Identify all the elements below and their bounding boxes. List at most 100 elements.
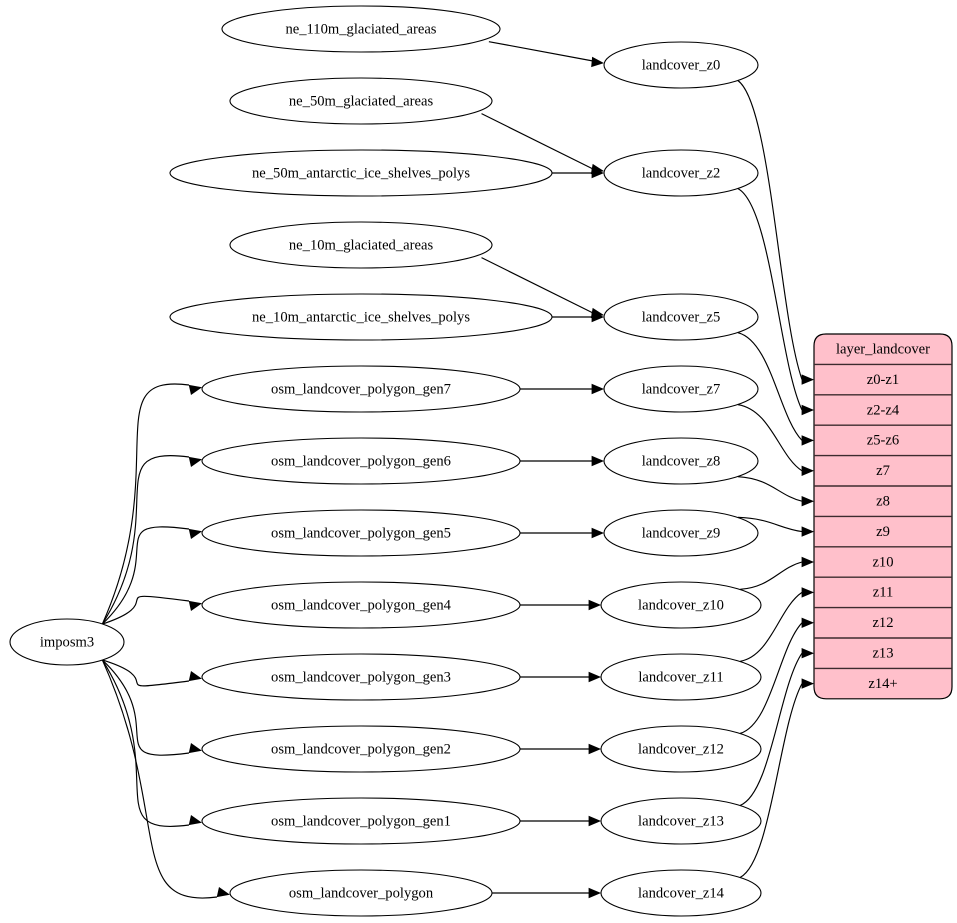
table-row[interactable]: z12: [872, 615, 893, 631]
node-label: osm_landcover_polygon_gen5: [271, 525, 451, 541]
node-ellipse: [229, 221, 493, 269]
node-landcover-layer[interactable]: landcover_z10: [600, 581, 762, 629]
node-natural-earth-source[interactable]: ne_50m_glaciated_areas: [229, 77, 493, 125]
table-row[interactable]: z8: [876, 494, 890, 510]
node-ellipse: [603, 41, 759, 89]
node-natural-earth-source[interactable]: ne_110m_glaciated_areas: [221, 5, 501, 53]
table-header-label: layer_landcover: [836, 342, 930, 358]
edges-layer: [101, 41, 815, 899]
edge-from-imposm3: [101, 659, 231, 899]
node-landcover-layer[interactable]: landcover_z9: [603, 509, 759, 557]
edge-straight: [520, 383, 605, 395]
edge-arrowhead: [588, 743, 602, 755]
node-osm-source[interactable]: osm_landcover_polygon: [229, 869, 493, 917]
edge-line: [737, 404, 803, 472]
node-imposm3[interactable]: imposm3: [9, 618, 125, 666]
edge-arrowhead: [801, 495, 815, 507]
node-landcover-layer[interactable]: landcover_z0: [603, 41, 759, 89]
node-label: ne_50m_antarctic_ice_shelves_polys: [252, 165, 470, 181]
node-ellipse: [201, 653, 521, 701]
edge-straight: [520, 815, 602, 827]
edge-from-imposm3: [102, 659, 203, 687]
node-label: osm_landcover_polygon_gen2: [271, 741, 451, 757]
edge-straight: [520, 527, 605, 539]
node-ellipse: [603, 365, 759, 413]
node-landcover-layer[interactable]: landcover_z12: [600, 725, 762, 773]
node-label: landcover_z13: [638, 813, 724, 829]
edge-line: [737, 476, 803, 502]
node-natural-earth-source[interactable]: ne_10m_glaciated_areas: [229, 221, 493, 269]
edge-to-layer-row: [739, 647, 815, 806]
table-row[interactable]: z7: [876, 463, 890, 479]
node-landcover-layer[interactable]: landcover_z11: [600, 653, 762, 701]
table-row[interactable]: z9: [876, 524, 890, 540]
node-ellipse: [603, 437, 759, 485]
table-row[interactable]: z14+: [868, 676, 897, 692]
node-osm-source[interactable]: osm_landcover_polygon_gen3: [201, 653, 521, 701]
node-osm-source[interactable]: osm_landcover_polygon_gen5: [201, 509, 521, 557]
edge-to-layer-row: [740, 587, 815, 662]
node-osm-source[interactable]: osm_landcover_polygon_gen4: [201, 581, 521, 629]
edge-arrowhead: [801, 435, 815, 446]
node-label: landcover_z5: [642, 309, 721, 325]
table-row-label: z11: [873, 585, 894, 601]
node-label: ne_50m_glaciated_areas: [289, 93, 434, 109]
node-natural-earth-source[interactable]: ne_50m_antarctic_ice_shelves_polys: [169, 149, 553, 197]
node-label: osm_landcover_polygon_gen3: [271, 669, 451, 685]
node-ellipse: [201, 725, 521, 773]
node-landcover-layer[interactable]: landcover_z14: [600, 869, 762, 917]
node-osm-source[interactable]: osm_landcover_polygon_gen6: [201, 437, 521, 485]
node-osm-source[interactable]: osm_landcover_polygon_gen1: [201, 797, 521, 845]
table-row-label: z7: [876, 463, 890, 479]
edge-straight: [520, 743, 602, 755]
table-row-label: z14+: [868, 676, 897, 692]
node-landcover-layer[interactable]: landcover_z8: [603, 437, 759, 485]
node-ellipse: [229, 77, 493, 125]
edge-to-layer-row: [740, 617, 815, 734]
node-ellipse: [201, 437, 521, 485]
table-row[interactable]: z0-z1: [867, 372, 899, 388]
table-row[interactable]: z2-z4: [867, 402, 900, 418]
edge-line: [739, 683, 803, 878]
edge-arrowhead: [188, 814, 203, 826]
node-landcover-layer[interactable]: landcover_z5: [603, 293, 759, 341]
table-row-label: z0-z1: [867, 372, 899, 388]
node-osm-source[interactable]: osm_landcover_polygon_gen2: [201, 725, 521, 773]
table-row[interactable]: z5-z6: [867, 433, 899, 449]
edge-from-imposm3: [101, 383, 203, 625]
node-ellipse: [600, 725, 762, 773]
node-label: landcover_z8: [642, 453, 721, 469]
edge-diagonal: [488, 41, 605, 68]
node-natural-earth-source[interactable]: ne_10m_antarctic_ice_shelves_polys: [169, 293, 553, 341]
table-row[interactable]: z11: [873, 585, 894, 601]
node-ellipse: [221, 5, 501, 53]
table-row-label: z12: [872, 615, 893, 631]
node-label: imposm3: [40, 634, 94, 650]
table-row-label: z13: [872, 646, 893, 662]
node-label: ne_10m_glaciated_areas: [289, 237, 434, 253]
node-label: landcover_z0: [642, 57, 721, 73]
node-osm-source[interactable]: osm_landcover_polygon_gen7: [201, 365, 521, 413]
node-landcover-layer[interactable]: landcover_z2: [603, 149, 759, 197]
edge-straight: [520, 455, 605, 467]
table-row[interactable]: z13: [872, 646, 893, 662]
node-ellipse: [600, 581, 762, 629]
edge-arrowhead: [801, 374, 815, 385]
edge-arrowhead: [801, 556, 815, 568]
node-landcover-layer[interactable]: landcover_z7: [603, 365, 759, 413]
edge-arrowhead: [188, 528, 203, 540]
edge-arrowhead: [588, 815, 602, 827]
edge-line: [101, 383, 190, 625]
edge-line: [740, 561, 803, 590]
node-landcover-layer[interactable]: landcover_z13: [600, 797, 762, 845]
edge-arrowhead: [588, 671, 602, 683]
edge-from-imposm3: [101, 659, 203, 827]
edge-arrowhead: [588, 887, 602, 899]
layer-landcover-table: layer_landcover z0-z1 z2-z4 z5-z6 z7 z8 z9 z10 z…: [813, 333, 953, 700]
table-row[interactable]: z10: [872, 554, 893, 570]
node-label: landcover_z7: [642, 381, 721, 397]
edge-arrowhead: [801, 404, 815, 416]
edge-arrowhead: [188, 384, 203, 396]
